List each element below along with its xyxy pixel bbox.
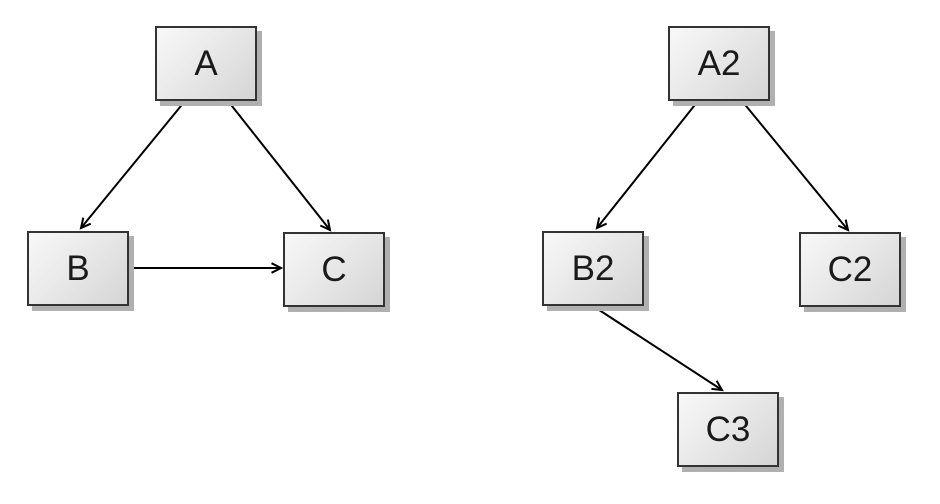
node-A[interactable]: A: [155, 26, 257, 101]
node-C3-label: C3: [705, 410, 751, 449]
node-B-label: B: [66, 249, 90, 288]
node-C-label: C: [321, 250, 347, 289]
node-C3[interactable]: C3: [677, 392, 779, 467]
edge-A2-B2[interactable]: [595, 100, 699, 230]
edge-A-C[interactable]: [227, 100, 332, 232]
node-A2[interactable]: A2: [668, 26, 770, 101]
node-C2[interactable]: C2: [799, 232, 901, 307]
edge-A2-C2[interactable]: [741, 100, 850, 232]
edge-A-B[interactable]: [79, 100, 186, 230]
node-B2[interactable]: B2: [542, 231, 644, 306]
node-B[interactable]: B: [27, 231, 129, 306]
node-C2-label: C2: [827, 250, 873, 289]
edge-B2-C3[interactable]: [592, 305, 724, 392]
node-C[interactable]: C: [283, 232, 385, 307]
node-B2-label: B2: [571, 249, 615, 288]
node-A2-label: A2: [697, 44, 741, 83]
node-A-label: A: [194, 44, 218, 83]
